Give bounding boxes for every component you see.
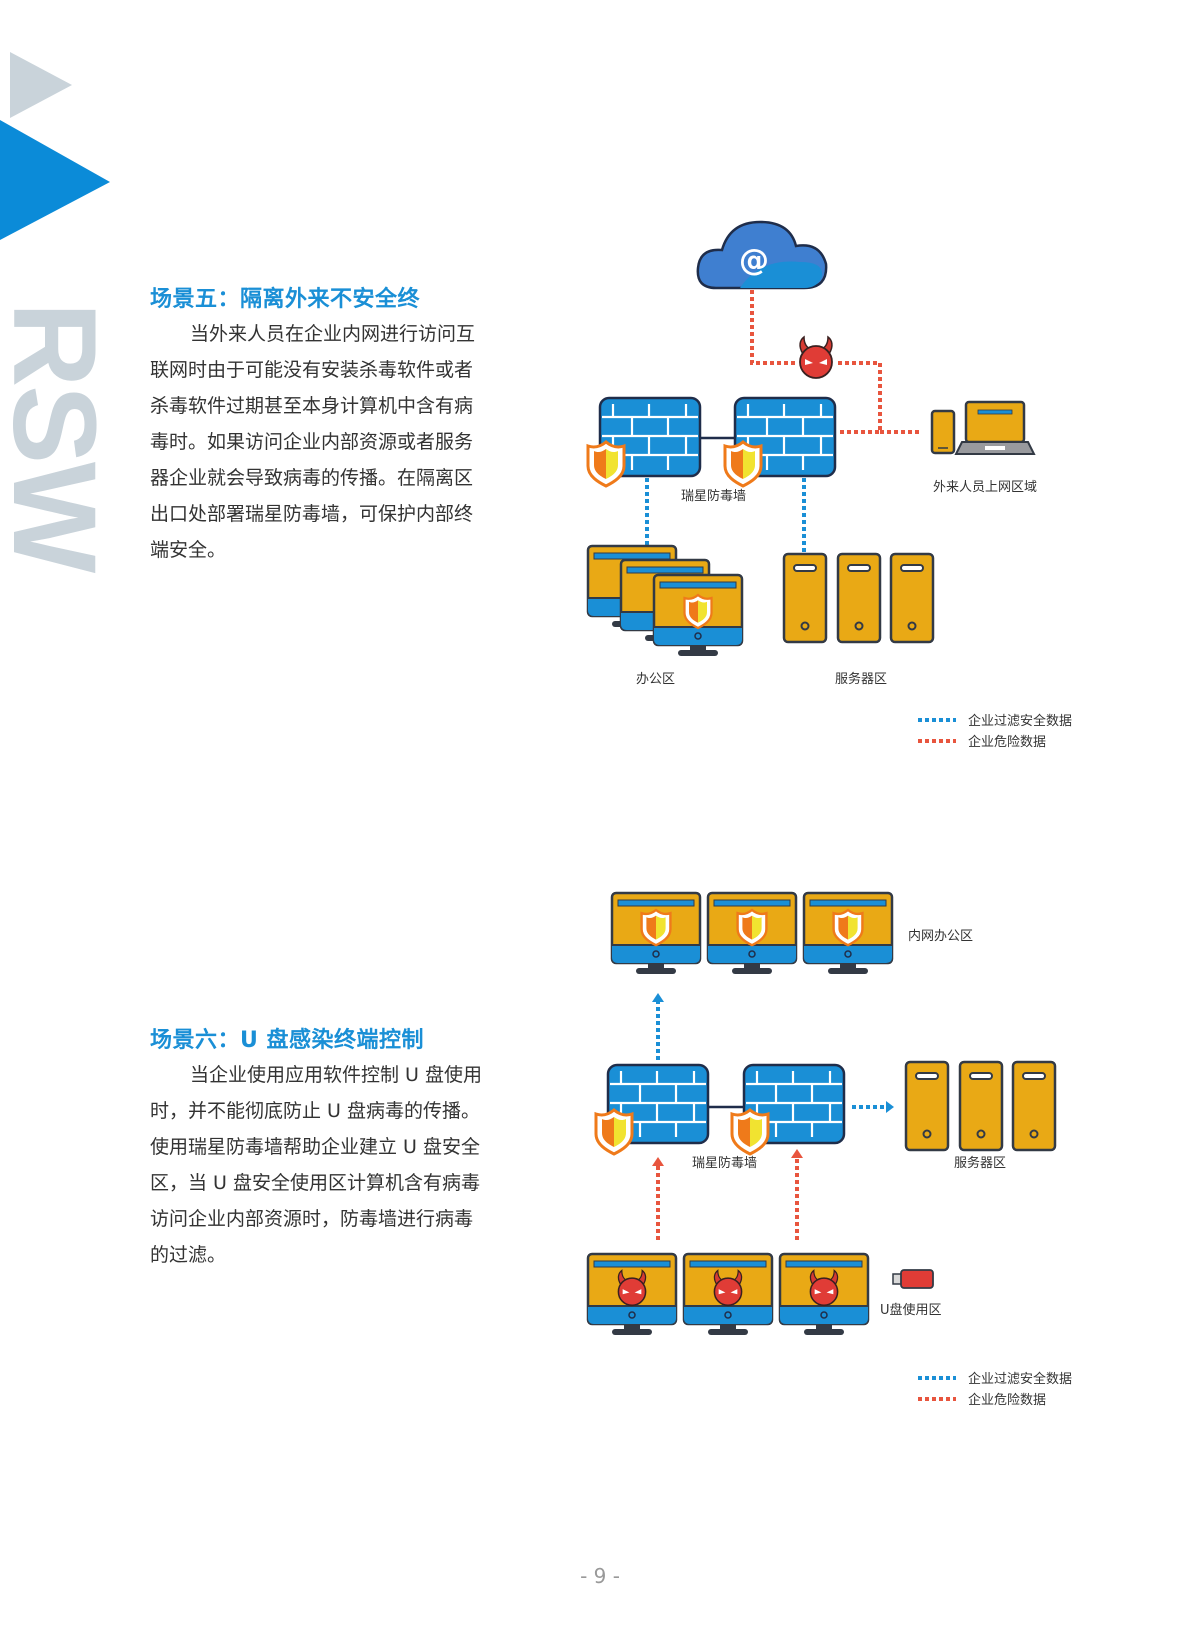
legend-item-danger: 企业危险数据 xyxy=(918,730,1072,751)
laptop-icon xyxy=(954,400,1036,455)
devil-virus-icon xyxy=(799,336,833,379)
shield-icon xyxy=(683,593,713,630)
scene6-legend: 企业过滤安全数据 企业危险数据 xyxy=(918,1367,1072,1409)
scene6-title: 场景六：U 盘感染终端控制 xyxy=(150,1028,425,1053)
shield-icon xyxy=(832,908,864,947)
paragraph-line: 使用瑞星防毒墙帮助企业建立 U 盘安全 xyxy=(150,1136,480,1158)
paragraph-line: 区，当 U 盘安全使用区计算机含有病毒 xyxy=(150,1172,480,1194)
shield-icon xyxy=(736,908,768,947)
scene5-paragraph: 当外来人员在企业内网进行访问互 联网时由于可能没有安装杀毒软件或者 杀毒软件过期… xyxy=(150,316,500,568)
paragraph-line: 当外来人员在企业内网进行访问互 xyxy=(190,323,476,345)
paragraph-line: 访问企业内部资源时，防毒墙进行病毒 xyxy=(150,1208,474,1230)
legend-item-safe: 企业过滤安全数据 xyxy=(918,1367,1072,1388)
server-icon xyxy=(958,1060,1004,1152)
paragraph-line: 出口处部署瑞星防毒墙，可保护内部终 xyxy=(150,503,474,525)
firewall-label: 瑞星防毒墙 xyxy=(692,1156,758,1171)
safe-data-arrow-up xyxy=(652,993,664,1060)
small-triangle-icon xyxy=(10,52,72,118)
legend-item-safe: 企业过滤安全数据 xyxy=(918,709,1072,730)
legend-item-danger: 企业危险数据 xyxy=(918,1388,1072,1409)
paragraph-line: 毒时。如果访问企业内部资源或者服务 xyxy=(150,431,474,453)
shield-icon xyxy=(723,440,763,488)
shield-icon xyxy=(640,908,672,947)
legend-label: 企业过滤安全数据 xyxy=(968,714,1073,729)
watermark-text: RSW xyxy=(0,302,120,574)
paragraph-line: 联网时由于可能没有安装杀毒软件或者 xyxy=(150,359,474,381)
intranet-zone-label: 内网办公区 xyxy=(908,929,974,944)
blue-dotted-line-icon xyxy=(918,717,956,722)
usb-drive-icon xyxy=(892,1269,934,1289)
danger-data-arrows-up xyxy=(652,1149,803,1240)
server-icon xyxy=(889,552,935,644)
shield-icon xyxy=(586,440,626,488)
internet-cloud-icon: @ xyxy=(696,220,828,290)
danger-data-lines xyxy=(750,290,922,434)
shield-icon xyxy=(730,1108,770,1156)
blue-dotted-line-icon xyxy=(918,1375,956,1380)
paragraph-line: 端安全。 xyxy=(150,539,227,561)
legend-label: 企业过滤安全数据 xyxy=(968,1372,1073,1387)
legend-label: 企业危险数据 xyxy=(968,1393,1047,1408)
red-dotted-line-icon xyxy=(918,1396,956,1401)
paragraph-line: 杀毒软件过期甚至本身计算机中含有病 xyxy=(150,395,474,417)
server-zone-label: 服务器区 xyxy=(954,1156,1007,1171)
server-icon xyxy=(836,552,882,644)
shield-icon xyxy=(594,1108,634,1156)
safe-data-arrow-right xyxy=(852,1101,894,1113)
at-sign-icon: @ xyxy=(739,243,769,278)
server-zone-label: 服务器区 xyxy=(835,672,888,687)
red-dotted-line-icon xyxy=(918,738,956,743)
server-icon xyxy=(782,552,828,644)
brand-decoration: RSW xyxy=(0,52,120,574)
scene6-paragraph: 当企业使用应用软件控制 U 盘使用 时，并不能彻底防止 U 盘病毒的传播。 使用… xyxy=(150,1057,500,1273)
page-number: - 9 - xyxy=(580,1564,620,1588)
usb-zone-label: U盘使用区 xyxy=(880,1303,942,1318)
legend-label: 企业危险数据 xyxy=(968,735,1047,750)
safe-data-lines xyxy=(645,478,806,552)
server-icon xyxy=(904,1060,950,1152)
office-zone-label: 办公区 xyxy=(636,672,676,687)
paragraph-line: 当企业使用应用软件控制 U 盘使用 xyxy=(190,1064,482,1086)
external-zone-label: 外来人员上网区域 xyxy=(933,480,1038,495)
scene5-title: 场景五：隔离外来不安全终 xyxy=(150,287,421,312)
paragraph-line: 时，并不能彻底防止 U 盘病毒的传播。 xyxy=(150,1100,480,1122)
firewall-label: 瑞星防毒墙 xyxy=(681,489,747,504)
phone-icon xyxy=(930,409,956,455)
paragraph-line: 器企业就会导致病毒的传播。在隔离区 xyxy=(150,467,474,489)
server-icon xyxy=(1011,1060,1057,1152)
scene5-legend: 企业过滤安全数据 企业危险数据 xyxy=(918,709,1072,751)
paragraph-line: 的过滤。 xyxy=(150,1244,227,1266)
large-triangle-icon xyxy=(0,120,110,240)
